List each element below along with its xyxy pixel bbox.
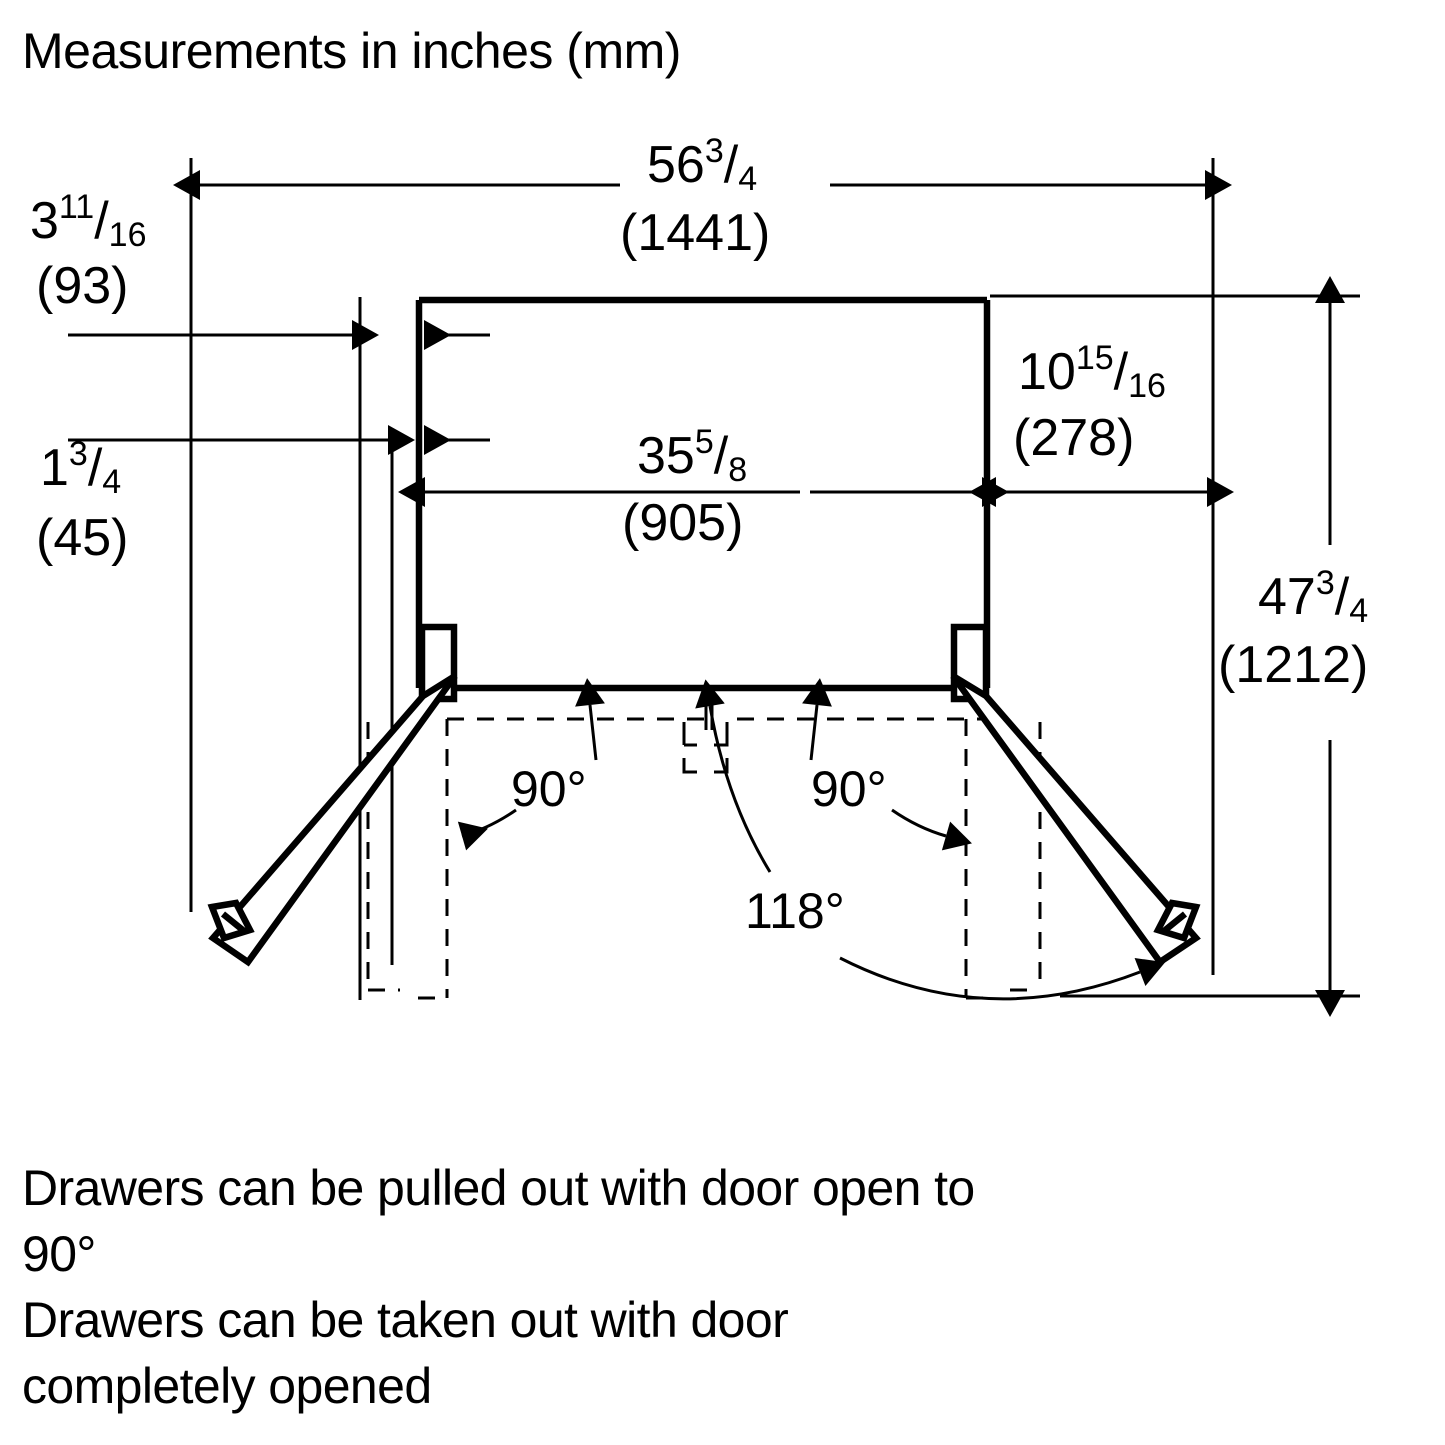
angle-left-90-label: 90° xyxy=(511,761,587,817)
dimension-right-clearance: 1015/16 (278) xyxy=(969,339,1234,507)
dimension-overall-width: 563/4 (1441) xyxy=(173,132,1232,262)
angle-right-90-label: 90° xyxy=(811,761,887,817)
dimension-left-clearance-upper: 311/16 (93) xyxy=(30,188,379,350)
dimension-overall-depth: 473/4 (1212) xyxy=(1218,276,1368,1017)
notes-block: Drawers can be pulled out with door open… xyxy=(22,1155,1422,1419)
note-line-4: completely opened xyxy=(22,1358,432,1414)
angle-callout-left-90: 90° xyxy=(457,678,605,851)
angle-118-label: 118° xyxy=(745,883,845,939)
page-title: Measurements in inches (mm) xyxy=(22,23,681,79)
left-door-panel xyxy=(207,673,458,967)
cabinet-wall-pointers xyxy=(424,320,490,455)
note-line-1: Drawers can be pulled out with door open… xyxy=(22,1160,975,1216)
dimension-cabinet-width: 355/8 (905) xyxy=(398,423,1009,552)
dim-cabinet-width-mm: (905) xyxy=(622,494,743,552)
extension-lines xyxy=(68,158,1360,1000)
angle-callout-right-90: 90° xyxy=(802,678,972,851)
dim-left-upper-inches: 311/16 xyxy=(30,188,147,254)
dim-left-lower-inches: 13/4 xyxy=(40,435,121,501)
dim-overall-width-inches: 563/4 xyxy=(647,132,757,198)
dim-overall-width-mm: (1441) xyxy=(620,204,770,262)
dim-right-clearance-mm: (278) xyxy=(1013,409,1134,467)
door-swing-dashed-outline xyxy=(366,717,1042,1000)
dim-left-upper-mm: (93) xyxy=(36,257,128,315)
dim-right-clearance-inches: 1015/16 xyxy=(1018,339,1166,405)
note-line-3: Drawers can be taken out with door xyxy=(22,1292,789,1348)
angle-callout-118: 118° xyxy=(695,679,1166,1001)
right-door-panel xyxy=(950,673,1201,967)
dim-overall-depth-mm: (1212) xyxy=(1218,636,1368,694)
dimension-left-clearance-lower: 13/4 (45) xyxy=(36,425,415,567)
dim-cabinet-width-inches: 355/8 xyxy=(637,423,747,489)
dim-overall-depth-inches: 473/4 xyxy=(1258,564,1368,630)
note-line-2: 90° xyxy=(22,1226,96,1282)
dim-left-lower-mm: (45) xyxy=(36,509,128,567)
